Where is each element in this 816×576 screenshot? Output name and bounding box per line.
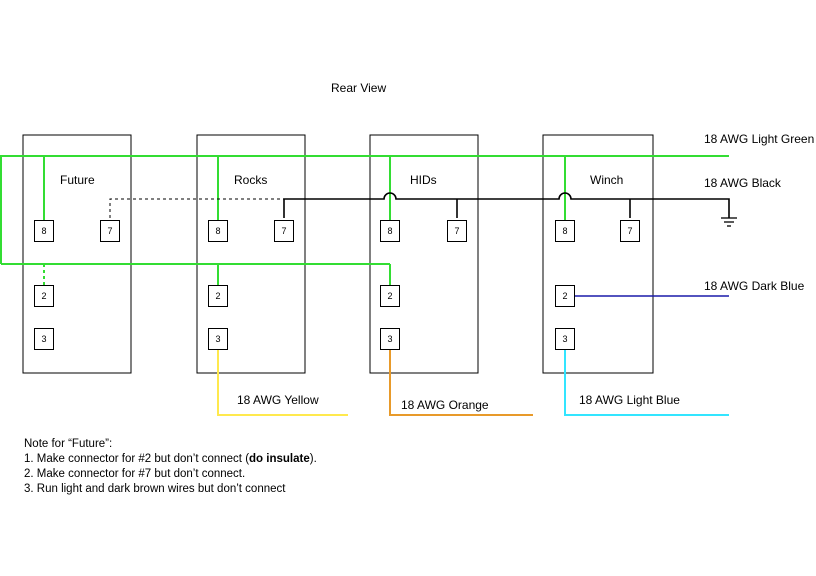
pin-2: 2	[208, 285, 228, 307]
pin-2: 2	[555, 285, 575, 307]
switch-future-box	[22, 134, 132, 374]
wire-label-yellow: 18 AWG Yellow	[237, 393, 319, 407]
pin-3: 3	[380, 328, 400, 350]
note-line-3: 3. Run light and dark brown wires but do…	[24, 483, 286, 495]
wire-label-dark-blue: 18 AWG Dark Blue	[704, 279, 805, 293]
note-line-1: 1. Make connector for #2 but don’t conne…	[24, 452, 317, 467]
note-line-1-bold: do insulate	[249, 453, 310, 465]
note-heading: Note for “Future”:	[24, 438, 113, 450]
pin-8: 8	[34, 220, 54, 242]
pin-7: 7	[100, 220, 120, 242]
switch-hids-label: HIDs	[410, 173, 437, 187]
pin-7: 7	[274, 220, 294, 242]
switch-rocks-label: Rocks	[234, 173, 268, 187]
switch-rocks-box	[196, 134, 306, 374]
pin-7: 7	[447, 220, 467, 242]
switch-future-label: Future	[60, 173, 95, 187]
wire-label-black: 18 AWG Black	[704, 176, 781, 190]
note-line-2: 2. Make connector for #7 but don’t conne…	[24, 468, 246, 480]
future-note: Note for “Future”: 1. Make connector for…	[24, 437, 317, 497]
wire-light-blue	[564, 350, 729, 416]
wire-light-green	[0, 155, 729, 285]
wire-black	[109, 192, 730, 218]
pin-2: 2	[380, 285, 400, 307]
pin-2: 2	[34, 285, 54, 307]
wire-label-light-blue: 18 AWG Light Blue	[579, 393, 680, 407]
wire-orange	[389, 350, 533, 416]
pin-8: 8	[555, 220, 575, 242]
wire-yellow	[217, 350, 348, 416]
pin-7: 7	[620, 220, 640, 242]
wire-label-light-green: 18 AWG Light Green	[704, 132, 815, 146]
wire-label-orange: 18 AWG Orange	[401, 398, 489, 412]
switch-hids-box	[369, 134, 479, 374]
pin-3: 3	[34, 328, 54, 350]
ground-icon	[721, 217, 737, 227]
note-line-1-start: 1. Make connector for #2 but don’t conne…	[24, 453, 250, 465]
switch-winch-box	[542, 134, 654, 374]
diagram-title: Rear View	[331, 81, 387, 95]
pin-3: 3	[555, 328, 575, 350]
pin-8: 8	[380, 220, 400, 242]
pin-3: 3	[208, 328, 228, 350]
note-line-1-end: ).	[309, 453, 317, 465]
switch-winch-label: Winch	[590, 173, 624, 187]
pin-8: 8	[208, 220, 228, 242]
